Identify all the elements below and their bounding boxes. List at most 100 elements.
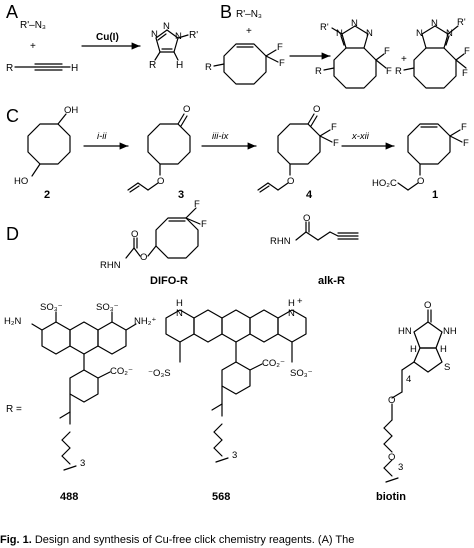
b-p1-n2: N xyxy=(351,18,358,29)
d-alk-structure xyxy=(295,221,359,241)
d-difo-f1: F xyxy=(194,199,200,210)
panel-a-label: A xyxy=(6,2,18,22)
d-biotin-o-amide: O xyxy=(388,395,395,406)
b-r: R xyxy=(205,62,212,73)
d-biotin-sub4: 4 xyxy=(406,374,411,385)
panel-a: A R'–N₃ + R H Cu(I) N N N R H R' xyxy=(6,2,198,74)
d-488-sub: 3 xyxy=(80,458,85,469)
c-3-o-keto: O xyxy=(183,104,190,115)
d-488-so3a: SO₃⁻ xyxy=(40,302,63,313)
a-product-rprime: R' xyxy=(189,30,198,41)
d-biotin-s: S xyxy=(444,362,450,373)
d-biotin-nh: NH xyxy=(443,326,457,337)
a-catalyst: Cu(I) xyxy=(96,32,119,43)
d-568-so3a: ⁻O₃S xyxy=(148,368,171,379)
d-dye568-core xyxy=(165,309,307,363)
d-biotin-h1: H xyxy=(410,344,417,355)
figure-caption: Fig. 1. Design and synthesis of Cu-free … xyxy=(0,534,474,548)
d-568-sub: 3 xyxy=(232,450,237,461)
panel-b: B R'–N₃ + F F R N N N R' xyxy=(205,2,470,89)
a-product-h: H xyxy=(176,60,183,71)
c-num-4: 4 xyxy=(306,189,313,201)
d-568-name: 568 xyxy=(212,491,230,503)
a-alkyne-bonds xyxy=(14,63,71,71)
b-cyclooctyne xyxy=(213,43,279,85)
d-difo-f2: F xyxy=(201,219,207,230)
d-488-name: 488 xyxy=(60,491,78,503)
a-azide: R'–N₃ xyxy=(20,20,46,31)
caption-text: Design and synthesis of Cu-free click ch… xyxy=(34,534,355,546)
c-ho: HO xyxy=(14,176,28,187)
b-p2-rprime: R' xyxy=(457,17,466,28)
b-plus2: + xyxy=(401,54,407,65)
d-dye488-xanthene xyxy=(31,311,137,371)
c-step-3: x-xii xyxy=(351,131,370,142)
b-p1-f1: F xyxy=(384,46,390,57)
b-f1: F xyxy=(277,42,283,53)
panel-b-label: B xyxy=(220,2,232,22)
c-4-f2: F xyxy=(333,138,339,149)
a-n2: N xyxy=(163,21,170,32)
c-1-o-ether: O xyxy=(417,176,424,187)
d-difo-rhn: RHN xyxy=(100,260,121,271)
c-3-o-ether: O xyxy=(157,176,164,187)
d-dye488-phenyl xyxy=(59,369,111,471)
d-568-n-right: N xyxy=(288,308,295,319)
d-488-so3b: SO₃⁻ xyxy=(96,302,119,313)
panel-c-label: C xyxy=(6,106,19,126)
c-4-f1: F xyxy=(331,122,337,133)
d-biotin-sub3: 3 xyxy=(398,462,403,473)
d-dye568-phenyl xyxy=(211,361,263,463)
b-f2: F xyxy=(279,58,285,69)
c-1-f2: F xyxy=(463,138,469,149)
d-difo-o-ether: O xyxy=(140,252,147,263)
figure-canvas: A R'–N₃ + R H Cu(I) N N N R H R' xyxy=(4,2,470,503)
d-568-h-left: H xyxy=(176,298,183,309)
a-n1: N xyxy=(151,29,158,40)
b-p1-rprime: R' xyxy=(320,22,329,33)
d-biotin-h2: H xyxy=(440,344,447,355)
c-step-1: i-ii xyxy=(97,131,107,142)
b-azide: R'–N₃ xyxy=(236,9,262,20)
b-p2-n1: N xyxy=(416,28,423,39)
c-compound-2 xyxy=(27,113,71,177)
d-difo-name: DIFO-R xyxy=(150,275,188,287)
c-4-o-keto: O xyxy=(313,104,320,115)
d-568-h-right: H xyxy=(288,298,295,309)
b-p1-n3: N xyxy=(366,28,373,39)
b-product2 xyxy=(403,25,467,89)
a-n3: N xyxy=(175,31,182,42)
b-p2-n3: N xyxy=(446,28,453,39)
d-alk-rhn: RHN xyxy=(270,236,291,247)
b-product1 xyxy=(323,25,387,89)
c-step-2: iii-ix xyxy=(212,131,230,142)
panel-c: C OH HO 2 i-ii O O 3 iii-ix xyxy=(6,104,469,201)
d-r-equals: R = xyxy=(6,404,22,415)
b-p1-f2: F xyxy=(386,66,392,77)
b-plus: + xyxy=(246,26,252,37)
d-568-so3b: SO₃⁻ xyxy=(290,368,313,379)
c-4-o-ether: O xyxy=(287,176,294,187)
c-1-ho2c: HO₂C xyxy=(372,178,397,189)
c-num-1: 1 xyxy=(432,189,438,201)
d-488-co2: CO₂⁻ xyxy=(110,366,133,377)
caption-label: Fig. 1. xyxy=(0,534,32,546)
d-568-n-left: N xyxy=(176,308,183,319)
c-1-f1: F xyxy=(461,122,467,133)
d-difo-structure xyxy=(125,207,201,259)
b-p2-f2: F xyxy=(462,68,468,79)
d-alk-o: O xyxy=(303,213,310,224)
d-488-h2n: H₂N xyxy=(4,316,22,327)
panel-d-label: D xyxy=(6,224,19,244)
a-alkyne-h: H xyxy=(71,63,78,74)
b-p1-r: R xyxy=(315,66,322,77)
a-product-r: R xyxy=(149,60,156,71)
d-biotin-hn: HN xyxy=(398,326,412,337)
d-488-nh2: NH₂⁺ xyxy=(134,316,156,327)
b-p1-n1: N xyxy=(336,28,343,39)
c-num-3: 3 xyxy=(178,189,184,201)
c-oh: OH xyxy=(64,105,78,116)
panel-d: D F F O O RHN DIFO-R xyxy=(4,199,457,503)
d-biotin-o-ether: O xyxy=(388,452,395,463)
d-568-co2: CO₂⁻ xyxy=(262,358,285,369)
